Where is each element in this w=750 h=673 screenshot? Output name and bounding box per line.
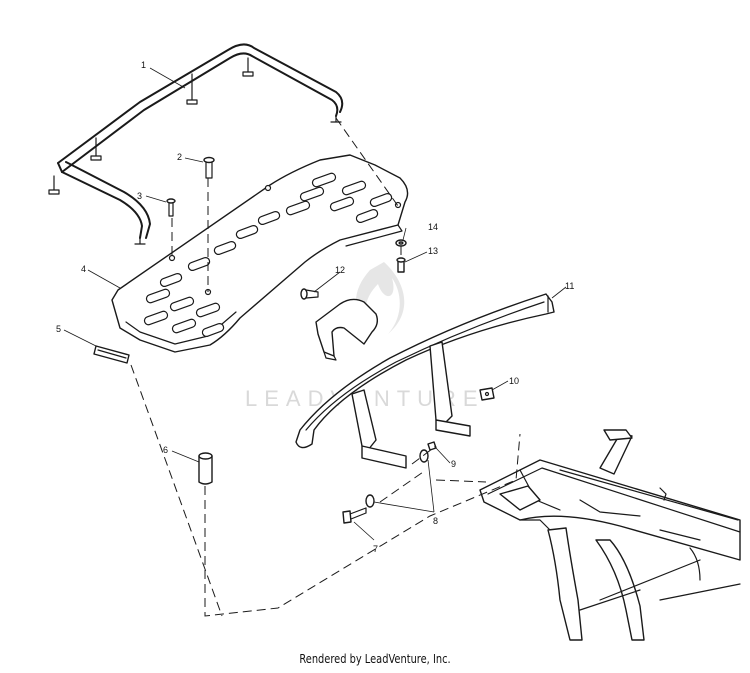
callout-9: 9 — [451, 459, 456, 469]
bolt-part-3 — [166, 198, 176, 217]
mud-flap-bracket — [315, 298, 379, 361]
callout-10: 10 — [509, 376, 519, 386]
spacer-tube — [198, 452, 213, 485]
callout-14: 14 — [428, 222, 438, 232]
nut-part-9 — [427, 441, 437, 451]
callout-13: 13 — [428, 246, 438, 256]
rear-rack-platform — [111, 154, 409, 353]
rear-rack-rail — [48, 43, 344, 245]
callout-4: 4 — [81, 264, 86, 274]
washer-part-14 — [395, 239, 407, 247]
reflector-plate — [93, 345, 130, 364]
leader-lines — [63, 67, 567, 541]
callout-6: 6 — [163, 445, 168, 455]
bolt-part-2 — [203, 156, 215, 179]
bolt-part-12 — [300, 288, 319, 300]
callout-12: 12 — [335, 265, 345, 275]
footer-credit: Rendered by LeadVenture, Inc. — [299, 652, 451, 666]
callout-labels: 1 2 3 4 5 6 7 8 9 10 11 12 13 14 — [56, 60, 574, 554]
callout-3: 3 — [137, 191, 142, 201]
callout-5: 5 — [56, 324, 61, 334]
rear-bumper — [295, 293, 555, 469]
callout-2: 2 — [177, 152, 182, 162]
bolt-part-7 — [342, 507, 367, 524]
callout-7: 7 — [373, 544, 378, 554]
clip-nut-part-10 — [479, 387, 495, 401]
vehicle-frame — [479, 429, 741, 641]
assembly-lines — [130, 117, 521, 617]
callout-8: 8 — [433, 516, 438, 526]
callout-11: 11 — [565, 281, 574, 291]
bolt-part-13 — [396, 257, 406, 273]
callout-1: 1 — [141, 60, 146, 70]
